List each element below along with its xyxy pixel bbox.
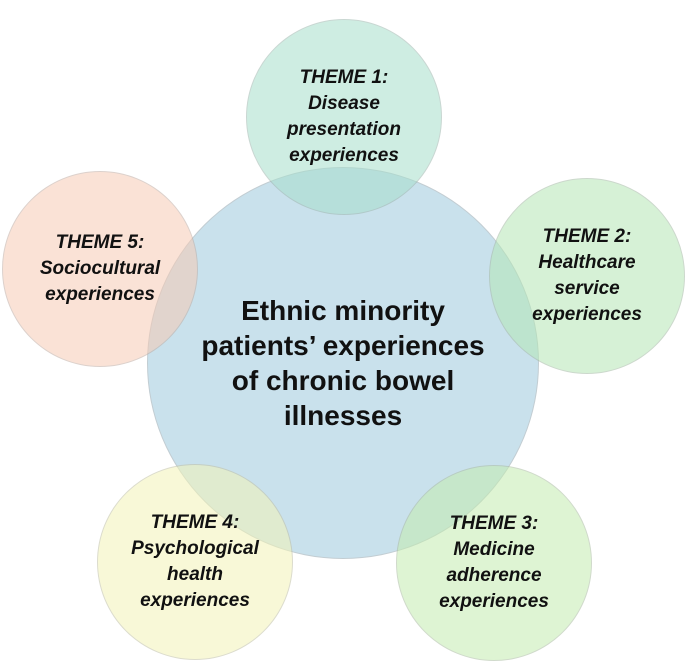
theme-1-circle xyxy=(246,19,442,215)
theme-3-circle xyxy=(396,465,592,661)
theme-5-circle xyxy=(2,171,198,367)
theme-4-circle xyxy=(97,464,293,660)
theme-2-circle xyxy=(489,178,685,374)
